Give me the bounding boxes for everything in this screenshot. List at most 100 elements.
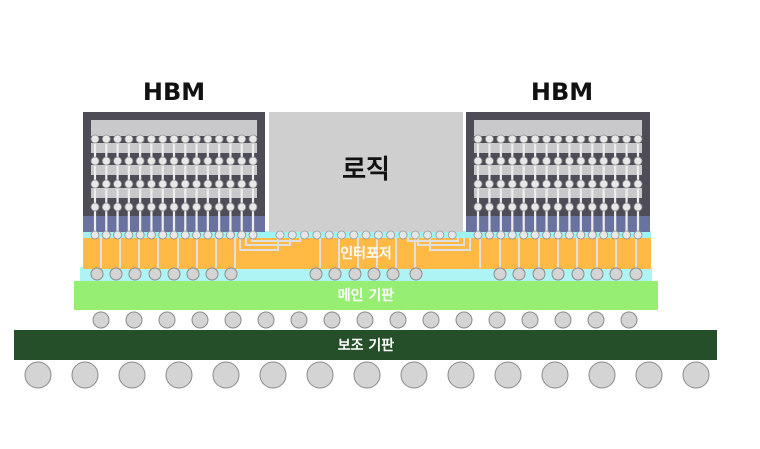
microbump <box>587 179 597 189</box>
microbump <box>473 202 483 212</box>
microbump <box>373 230 383 240</box>
microbump <box>542 202 551 212</box>
microbump <box>237 179 247 189</box>
microbump <box>101 202 111 212</box>
microbump <box>473 134 483 144</box>
microbump <box>507 230 517 240</box>
c4-bump <box>224 267 238 281</box>
microbump <box>287 230 297 240</box>
c4-bump <box>609 267 623 281</box>
microbump <box>158 202 168 212</box>
microbump <box>113 230 122 240</box>
microbump <box>169 179 179 189</box>
microbump <box>553 179 563 189</box>
microbump <box>124 134 134 144</box>
solder-ball <box>389 311 407 329</box>
dram-die <box>91 120 257 136</box>
aux-substrate <box>14 330 717 360</box>
interposer-bumps <box>90 267 643 281</box>
microbump <box>124 179 134 189</box>
microbump <box>587 230 597 240</box>
microbump <box>519 179 529 189</box>
microbump <box>542 156 551 166</box>
microbump <box>473 156 483 166</box>
microbump <box>237 134 247 144</box>
microbump <box>124 202 134 212</box>
microbump <box>113 156 122 166</box>
microbump <box>147 179 156 189</box>
solder-ball <box>259 361 287 389</box>
c4-bump <box>148 267 162 281</box>
c4-bump <box>128 267 142 281</box>
main-substrate <box>74 281 658 310</box>
microbump <box>192 202 201 212</box>
microbump <box>599 179 609 189</box>
microbump <box>101 230 111 240</box>
hbm-stack-right <box>466 112 650 240</box>
microbump <box>530 202 540 212</box>
microbump <box>565 134 574 144</box>
microbump <box>633 179 643 189</box>
c4-bump <box>309 267 323 281</box>
microbump <box>565 156 574 166</box>
microbump <box>248 179 258 189</box>
solder-ball <box>588 361 616 389</box>
microbump <box>599 134 609 144</box>
rdl-trace <box>251 238 301 242</box>
microbump <box>519 230 529 240</box>
microbump <box>633 202 643 212</box>
solder-ball <box>554 311 572 329</box>
solder-ball <box>92 311 110 329</box>
microbump <box>192 156 201 166</box>
solder-ball <box>422 311 440 329</box>
microbump <box>599 202 609 212</box>
microbump <box>101 156 111 166</box>
c4-bump <box>493 267 507 281</box>
microbump <box>147 230 156 240</box>
solder-ball <box>165 361 193 389</box>
microbump <box>324 230 334 240</box>
solder-ball <box>118 361 146 389</box>
microbump <box>169 156 179 166</box>
microbump <box>275 230 285 240</box>
microbump <box>90 156 100 166</box>
solder-ball <box>447 361 475 389</box>
microbump <box>519 202 529 212</box>
solder-ball <box>257 311 275 329</box>
c4-bump <box>512 267 526 281</box>
microbump <box>135 179 145 189</box>
microbump <box>180 230 190 240</box>
microbump <box>610 134 620 144</box>
microbump <box>386 230 396 240</box>
microbump <box>542 179 551 189</box>
microbump <box>553 134 563 144</box>
microbump <box>248 156 258 166</box>
microbump <box>180 134 190 144</box>
c4-bump <box>348 267 362 281</box>
microbump <box>565 202 574 212</box>
interposer-bottom-layer <box>80 267 652 281</box>
bottom-solder-balls <box>24 361 710 389</box>
microbump <box>203 134 213 144</box>
microbump <box>587 202 597 212</box>
microbump <box>410 230 420 240</box>
solder-ball <box>306 361 334 389</box>
microbump <box>565 230 574 240</box>
microbump <box>553 156 563 166</box>
interposer-label: 인터포저 <box>340 245 392 262</box>
c4-bump <box>205 267 219 281</box>
microbump <box>530 156 540 166</box>
microbump <box>398 230 408 240</box>
main-substrate-label: 메인 기판 <box>338 287 395 304</box>
solder-ball <box>400 361 428 389</box>
microbump <box>507 179 517 189</box>
microbump <box>90 230 100 240</box>
solder-ball <box>635 361 663 389</box>
microbump <box>622 202 631 212</box>
microbump <box>135 202 145 212</box>
microbump <box>90 134 100 144</box>
microbump <box>226 179 235 189</box>
microbump <box>633 156 643 166</box>
microbump <box>158 156 168 166</box>
microbump <box>169 230 179 240</box>
